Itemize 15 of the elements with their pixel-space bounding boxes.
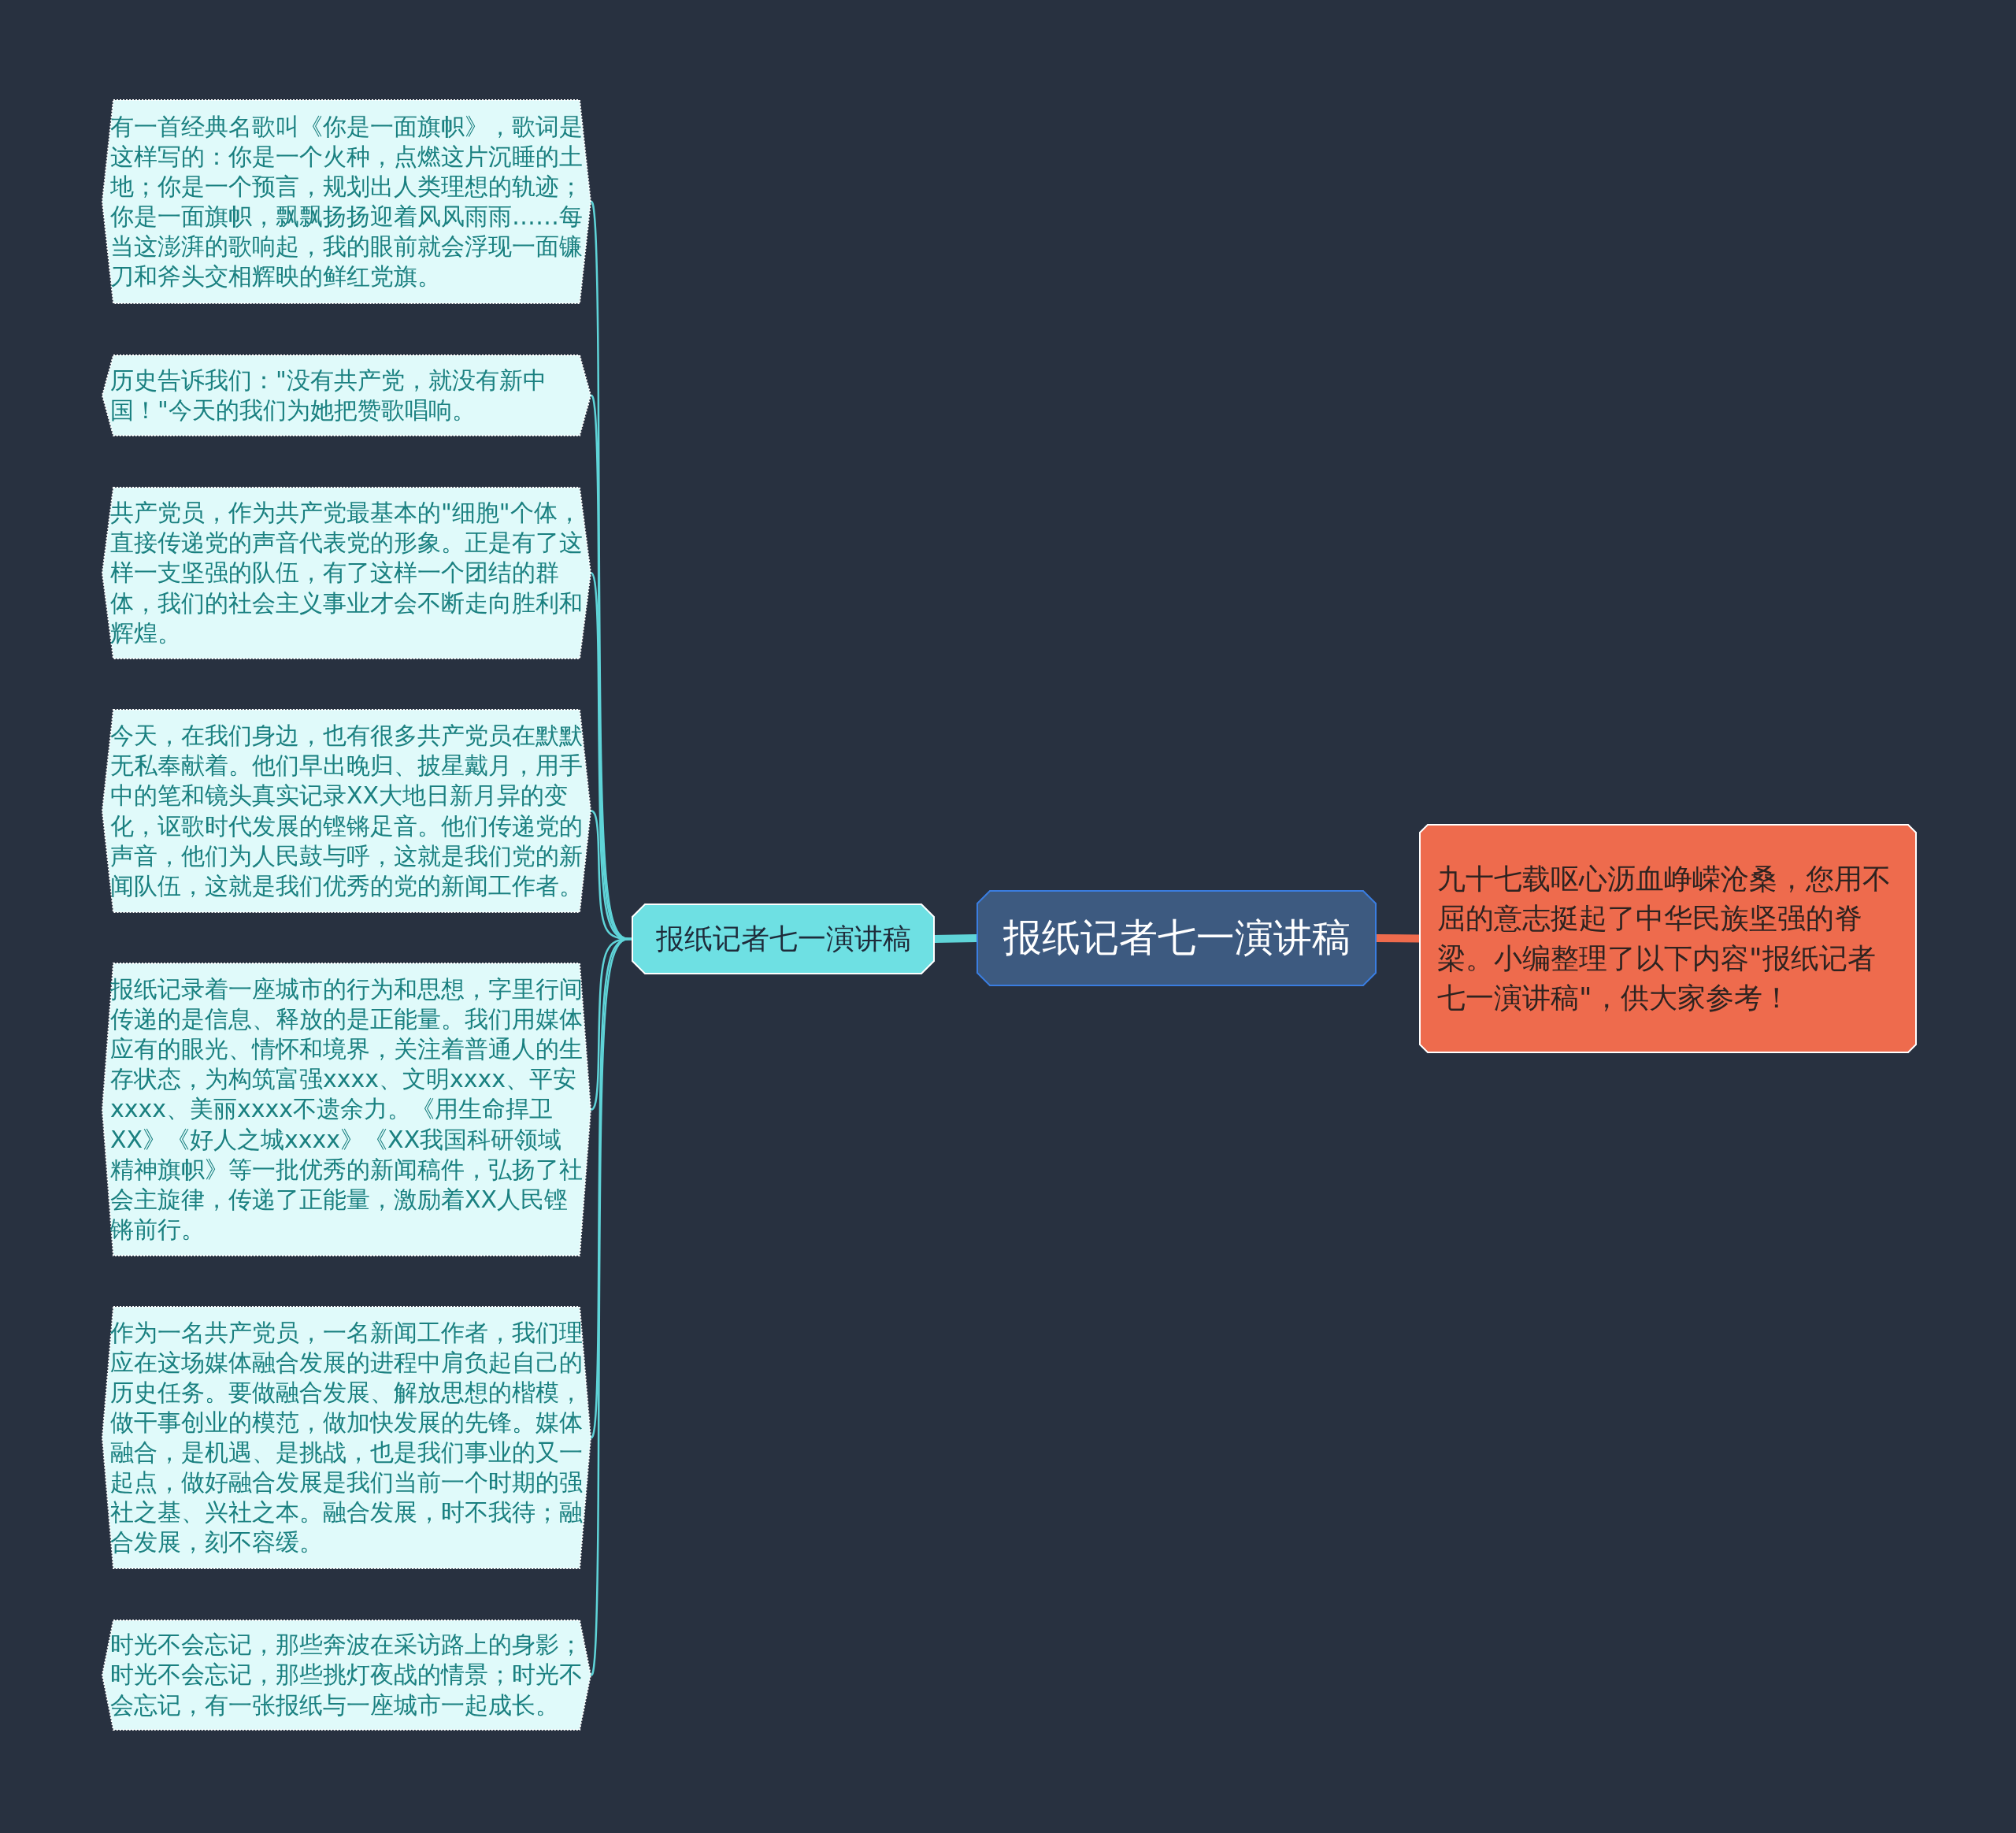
node-text: 时光不会忘记，那些奔波在采访路上的身影；时光不会忘记，那些挑灯夜战的情景；时光不会忘记，有一张报纸与一座城市一起成长。 bbox=[110, 1630, 583, 1720]
node-text: 报纸记者七一演讲稿 bbox=[1002, 915, 1351, 963]
subtopic-box bbox=[632, 904, 934, 974]
node-text: 共产党员，作为共产党最基本的"细胞"个体，直接传递党的声音代表党的形象。正是有了这样一支坚强的队伍，有了这样一个团结的群体，我们的社会主义事业才会不断走向胜利和辉煌。 bbox=[110, 498, 583, 648]
node-text: 报纸记者七一演讲稿 bbox=[655, 921, 911, 956]
node-text: 报纸记录着一座城市的行为和思想，字里行间传递的是信息、释放的是正能量。我们用媒体应有的眼光、情怀和境界，关注着普通人的生存状态，为构筑富强xxxx、文明xxxx、平安xxxx、美丽xxxx不遗余力。《用生命捍卫XX》《好人之城xxxx》《XX我国科研领域精神旗帜》等一批优秀的新闻稿件，弘扬了社会主旋律，传递了正能量，激励着XX人民铿锵前行。 bbox=[110, 974, 583, 1245]
summary-box bbox=[1420, 825, 1916, 1052]
text-card bbox=[102, 355, 591, 436]
text-card bbox=[102, 1620, 591, 1730]
node-text: 有一首经典名歌叫《你是一面旗帜》，歌词是这样写的：你是一个火种，点燃这片沉睡的土地；你是一个预言，规划出人类理想的轨迹；你是一面旗帜，飘飘扬扬迎着风风雨雨……每当这澎湃的歌响起，我的眼前就会浮现一面镰刀和斧头交相辉映的鲜红党旗。 bbox=[110, 111, 583, 292]
node-text: 今天，在我们身边，也有很多共产党员在默默无私奉献着。他们早出晚归、披星戴月，用手中的笔和镜头真实记录XX大地日新月异的变化，讴歌时代发展的铿锵足音。他们传递党的声音，他们为人民鼓与呼，这就是我们党的新闻队伍，这就是我们优秀的党的新闻工作者。 bbox=[110, 721, 583, 901]
node-text: 历史告诉我们："没有共产党，就没有新中国！"今天的我们为她把赞歌唱响。 bbox=[110, 365, 547, 425]
node-text: 作为一名共产党员，一名新闻工作者，我们理应在这场媒体融合发展的进程中肩负起自己的历史任务。要做融合发展、解放思想的楷模，做干事创业的模范，做加快发展的先锋。媒体融合，是机遇、是挑战，也是我们事业的又一起点，做好融合发展是我们当前一个时期的强社之基、兴社之本。融合发展，时不我待；融合发展，刻不容缓。 bbox=[110, 1317, 583, 1558]
central-topic bbox=[977, 891, 1376, 985]
node-text: 九十七载呕心沥血峥嵘沧桑，您用不屈的意志挺起了中华民族坚强的脊梁。小编整理了以下内容"报纸记者七一演讲稿"，供大家参考！ bbox=[1437, 861, 1892, 1015]
